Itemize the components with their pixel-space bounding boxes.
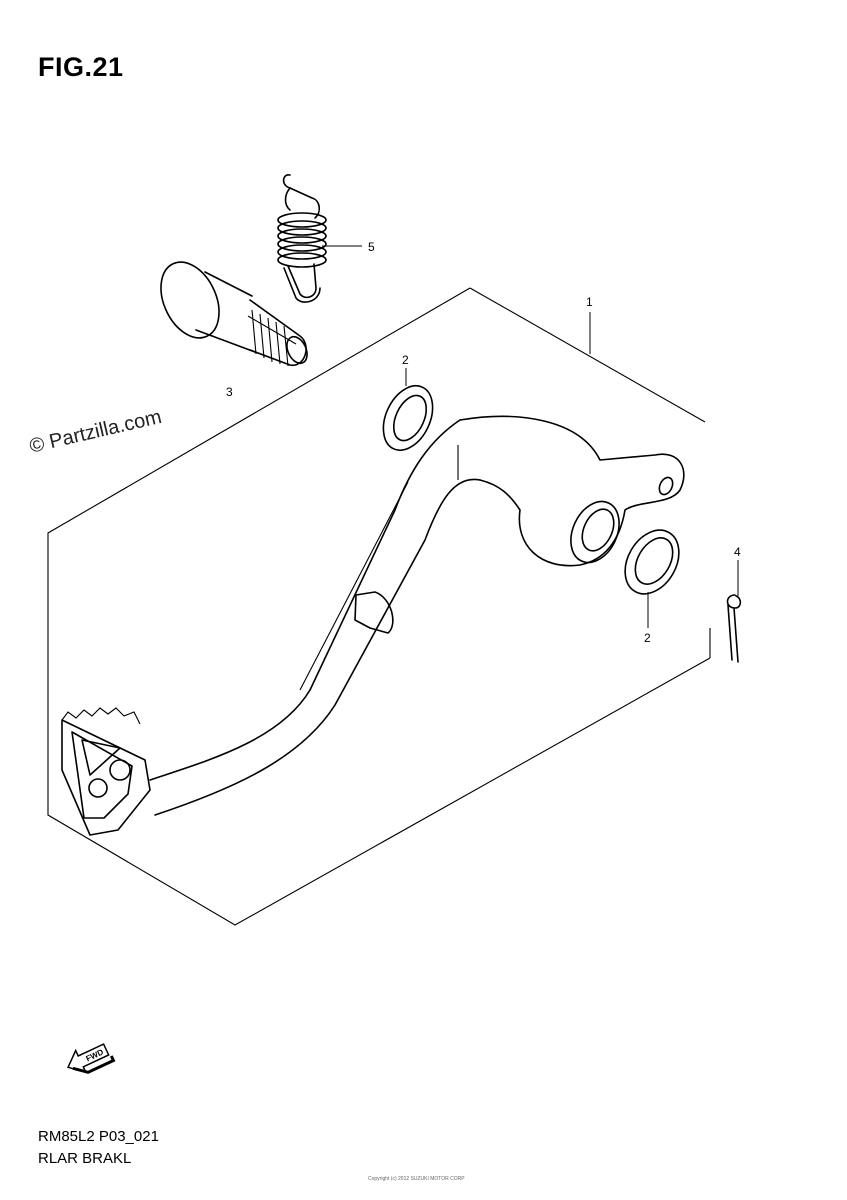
pivot-bolt (160, 261, 308, 367)
callout-1: 1 (586, 295, 593, 309)
copyright-note: Copyright (c) 2012 SUZUKI MOTOR CORP (368, 1176, 465, 1182)
callout-2-lower: 2 (644, 631, 651, 645)
callout-3: 3 (226, 385, 233, 399)
assembly-outline (47, 287, 711, 926)
leader-lines (322, 245, 739, 628)
return-spring (277, 174, 327, 303)
model-code: RM85L2 P03_021 (38, 1128, 159, 1145)
section-name: RLAR BRAKL (38, 1150, 132, 1167)
washer-lower (624, 529, 680, 595)
washer-upper (382, 385, 434, 451)
callout-4: 4 (734, 545, 741, 559)
fwd-arrow-icon: FWD (67, 1043, 116, 1074)
callout-5: 5 (368, 240, 375, 254)
brake-pedal (61, 415, 685, 836)
callout-2-upper: 2 (402, 353, 409, 367)
cotter-pin (726, 594, 742, 663)
figure-title: FIG.21 (38, 52, 124, 82)
